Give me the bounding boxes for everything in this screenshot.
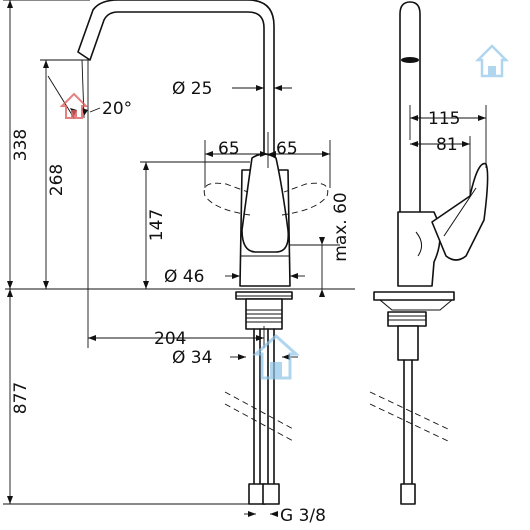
front-view <box>5 0 355 505</box>
dim-mount-diameter: Ø 34 <box>172 348 212 368</box>
side-view <box>369 1 489 505</box>
side-stud <box>387 311 427 327</box>
side-dimensions: 115 81 <box>409 105 487 196</box>
dim-body-diameter: Ø 46 <box>164 267 204 287</box>
house-icon <box>59 92 89 119</box>
mount-nut-stripes <box>246 309 282 323</box>
break-line-side-1 <box>369 391 451 431</box>
lever-handle <box>241 153 290 253</box>
dim-side-depth-total: 115 <box>428 109 460 129</box>
dim-below-counter: 877 <box>11 382 31 414</box>
dim-lever-right: 65 <box>276 139 298 159</box>
house-icon <box>474 44 510 78</box>
dim-spout-reach: 204 <box>154 329 186 349</box>
lever-ghost-left <box>203 182 251 216</box>
dim-lever-height: 147 <box>147 209 167 241</box>
dim-connection-thread: G 3/8 <box>280 506 326 526</box>
dim-spout-angle: 20° <box>102 99 132 119</box>
dim-side-depth-lever: 81 <box>436 135 458 155</box>
side-flange <box>373 291 455 301</box>
break-line-front-1 <box>224 391 296 431</box>
front-dimensions: 338 268 20° Ø 25 65 65 <box>3 0 351 526</box>
side-body <box>397 211 441 287</box>
side-mount-tube <box>397 325 419 361</box>
break-line-front-2 <box>224 403 296 443</box>
supply-hose-right <box>267 328 275 485</box>
house-icon <box>252 333 300 380</box>
side-hose <box>403 359 413 485</box>
side-spout-outlet <box>401 57 419 63</box>
dim-spout-diameter: Ø 25 <box>172 79 212 99</box>
dim-spout-height: 268 <box>47 164 67 196</box>
dim-lever-travel: max. 60 <box>331 192 351 261</box>
dim-lever-left: 65 <box>218 139 240 159</box>
side-body-curve <box>415 231 422 257</box>
side-flange-bevel <box>379 299 453 311</box>
side-hose-nut <box>400 483 416 505</box>
side-lever-detail <box>443 187 477 237</box>
break-line-side-2 <box>369 403 451 443</box>
dim-total-height: 338 <box>11 129 31 161</box>
hose-nut-right <box>262 483 280 505</box>
lever-ghost-right <box>281 182 329 216</box>
